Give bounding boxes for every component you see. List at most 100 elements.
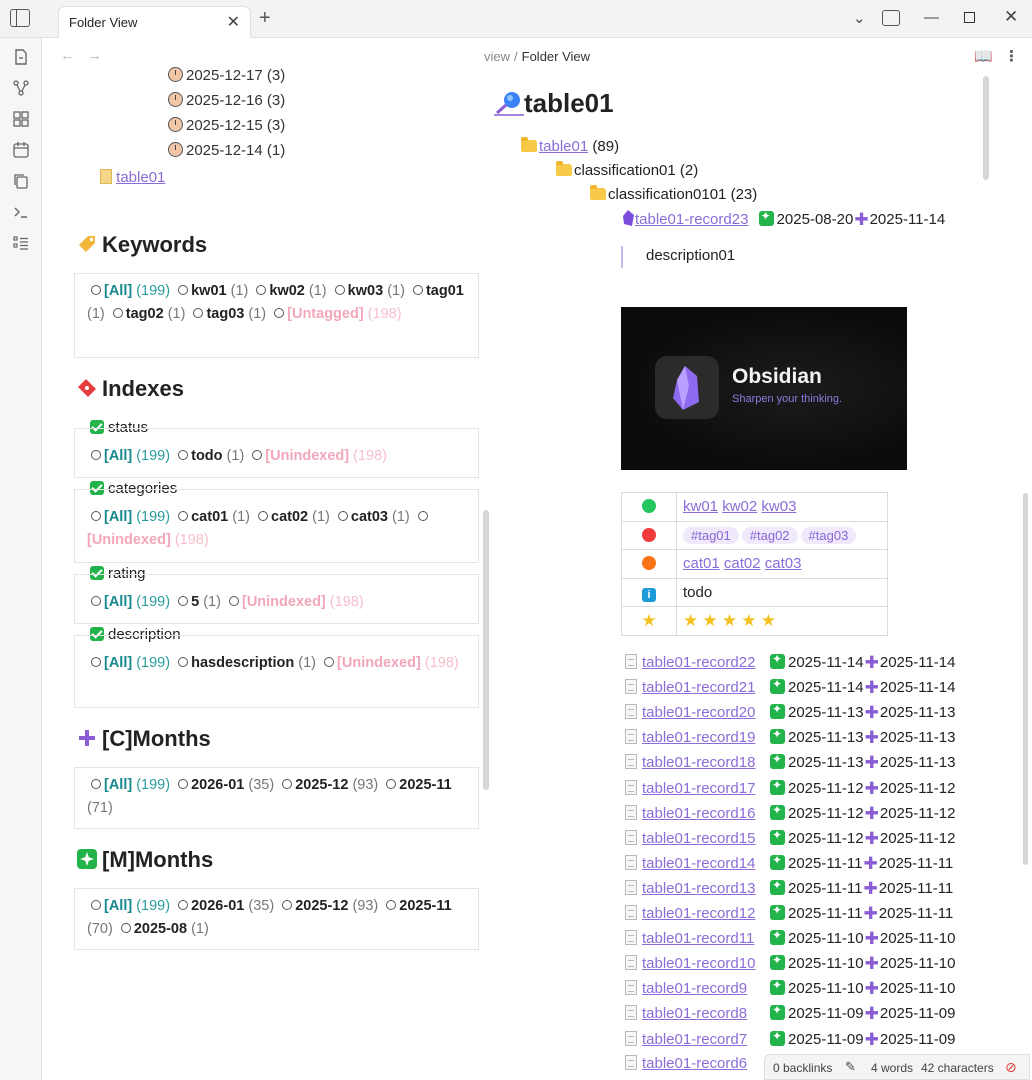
record-link[interactable]: table01-record6 [642,1054,748,1072]
record-row[interactable]: table01-record92025-11-10✚2025-11-10 [625,978,956,1001]
category-link[interactable]: cat01 [683,555,720,573]
backlinks-count[interactable]: 0 backlinks [773,1061,833,1075]
record-row[interactable]: table01-record222025-11-14✚2025-11-14 [625,652,956,675]
tag-pill[interactable]: #tag02 [741,526,798,544]
filter-option[interactable]: 2025-11 (71) [87,777,452,816]
record-link[interactable]: table01-record12 [642,905,756,922]
record-row[interactable]: table01-record72025-11-09✚2025-11-09 [625,1029,956,1052]
right-sidebar-toggle-icon[interactable] [882,10,900,26]
record-row[interactable]: table01-record172025-11-12✚2025-11-12 [625,778,956,801]
filter-option[interactable]: 2025-12 (93) [278,777,378,793]
filter-option[interactable]: 2025-08 (1) [117,921,209,937]
keyword-link[interactable]: kw02 [722,498,758,516]
filter-option[interactable]: [All] (199) [87,777,170,793]
left-scrollbar[interactable] [483,510,489,790]
right-scrollbar-top[interactable] [983,76,989,180]
filter-option[interactable]: kw03 (1) [331,283,405,299]
filter-option[interactable]: cat01 (1) [174,509,250,525]
filter-option[interactable]: 2025-11 (70) [87,898,452,937]
tree-level1[interactable]: classification01 (2) [556,161,698,179]
filter-option[interactable]: tag02 (1) [109,306,185,322]
record-row[interactable]: table01-record192025-11-13✚2025-11-13 [625,727,956,750]
calendar-icon[interactable] [12,141,30,159]
record-row[interactable]: table01-record152025-11-12✚2025-11-12 [625,828,956,851]
edit-pencil-icon[interactable]: ✎ [845,1059,856,1074]
right-scrollbar[interactable] [1023,493,1028,865]
keyword-link[interactable]: kw01 [683,498,719,516]
sidebar-toggle-icon[interactable] [10,9,30,27]
filter-option[interactable]: 2026-01 (35) [174,898,274,914]
index-description-label[interactable]: description [90,626,181,643]
breadcrumb-parent[interactable]: view [484,49,511,64]
minimize-icon[interactable]: — [924,9,939,26]
tag-pill[interactable]: #tag03 [800,526,857,544]
filter-option[interactable]: cat02 (1) [254,509,330,525]
maximize-icon[interactable] [964,12,975,23]
filter-option[interactable]: [Unindexed] (198) [320,655,459,671]
filter-option[interactable]: 2026-01 (35) [174,777,274,793]
filter-option[interactable]: [Unindexed] (198) [248,448,387,464]
keyword-link[interactable]: kw03 [761,498,797,516]
filter-option[interactable]: [All] (199) [87,655,170,671]
record-link[interactable]: table01-record8 [642,1005,748,1023]
record-link[interactable]: table01-record19 [642,729,756,747]
filter-option[interactable]: [All] (199) [87,283,170,299]
record-row[interactable]: table01-record102025-11-10✚2025-11-10 [625,953,956,976]
window-close-icon[interactable]: ✕ [1004,7,1019,26]
record-link[interactable]: table01-record13 [642,879,756,897]
tree-root-link[interactable]: table01 [539,138,589,155]
record-link[interactable]: table01-record22 [642,654,756,671]
new-tab-button[interactable]: + [259,7,271,29]
filter-option[interactable]: [Untagged] (198) [270,306,402,322]
record-row[interactable]: table01-record202025-11-13✚2025-11-13 [625,702,956,725]
filter-option[interactable]: todo (1) [174,448,244,464]
index-status-label[interactable]: status [90,419,148,436]
record-row[interactable]: table01-record182025-11-13✚2025-11-13 [625,752,956,775]
index-categories-label[interactable]: categories [90,480,177,497]
record-row[interactable]: table01-record122025-11-11✚2025-11-11 [625,903,953,926]
record-link[interactable]: table01-record21 [642,679,756,697]
filter-option[interactable]: tag01 (1) [87,283,464,322]
date-row[interactable]: 2025-12-15 (3) [168,117,285,134]
record-row[interactable]: table01-record132025-11-11✚2025-11-11 [625,878,953,901]
tree-level2[interactable]: classification0101 (23) [590,185,757,203]
date-row[interactable]: 2025-12-16 (3) [168,92,285,109]
filter-option[interactable]: tag03 (1) [189,306,266,322]
record-link[interactable]: table01-record16 [642,804,756,822]
filter-option[interactable]: cat03 (1) [334,509,410,525]
graph-icon[interactable] [12,79,30,97]
record-link[interactable]: table01-record9 [642,980,748,998]
close-tab-icon[interactable]: ✕ [226,14,240,31]
record-link[interactable]: table01-record15 [642,829,756,847]
canvas-icon[interactable] [12,110,30,128]
filter-option[interactable]: [All] (199) [87,509,170,525]
file-icon[interactable] [12,48,30,66]
filter-option[interactable]: [All] (199) [87,898,170,914]
tab-list-chevron-icon[interactable]: ⌄ [853,10,866,27]
filter-option[interactable]: hasdescription (1) [174,655,316,671]
filter-option[interactable]: kw01 (1) [174,283,248,299]
record-row[interactable]: table01-record142025-11-11✚2025-11-11 [625,853,953,876]
copy-icon[interactable] [12,172,30,190]
filter-option[interactable]: [Unindexed] (198) [225,594,364,610]
record-link[interactable]: table01-record14 [642,854,756,872]
record-row[interactable]: table01-record162025-11-12✚2025-11-12 [625,803,956,826]
filter-option[interactable]: [All] (199) [87,448,170,464]
filter-option[interactable]: 5 (1) [174,594,221,610]
filter-option[interactable]: kw02 (1) [252,283,327,299]
date-row[interactable]: 2025-12-14 (1) [168,142,285,159]
record-row[interactable]: table01-record82025-11-09✚2025-11-09 [625,1003,956,1026]
filter-option[interactable]: 2025-12 (93) [278,898,378,914]
forward-arrow-icon[interactable]: → [87,47,102,64]
record-link[interactable]: table01-record17 [642,779,756,797]
filter-option[interactable]: [Unindexed] (198) [87,509,431,548]
tree-root[interactable]: table01 (89) [521,137,619,155]
record-link[interactable]: table01-record18 [642,754,756,772]
tab-folder-view[interactable]: Folder View ✕ [58,6,251,38]
record-link[interactable]: table01-record20 [642,704,756,722]
record-row[interactable]: table01-record112025-11-10✚2025-11-10 [625,928,956,951]
reading-view-icon[interactable]: 📖 [974,48,993,65]
tree-record[interactable]: table01-record23 2025-08-20✚2025-11-14 [622,209,945,230]
category-link[interactable]: cat02 [723,555,761,573]
record-link[interactable]: table01-record11 [642,930,755,948]
